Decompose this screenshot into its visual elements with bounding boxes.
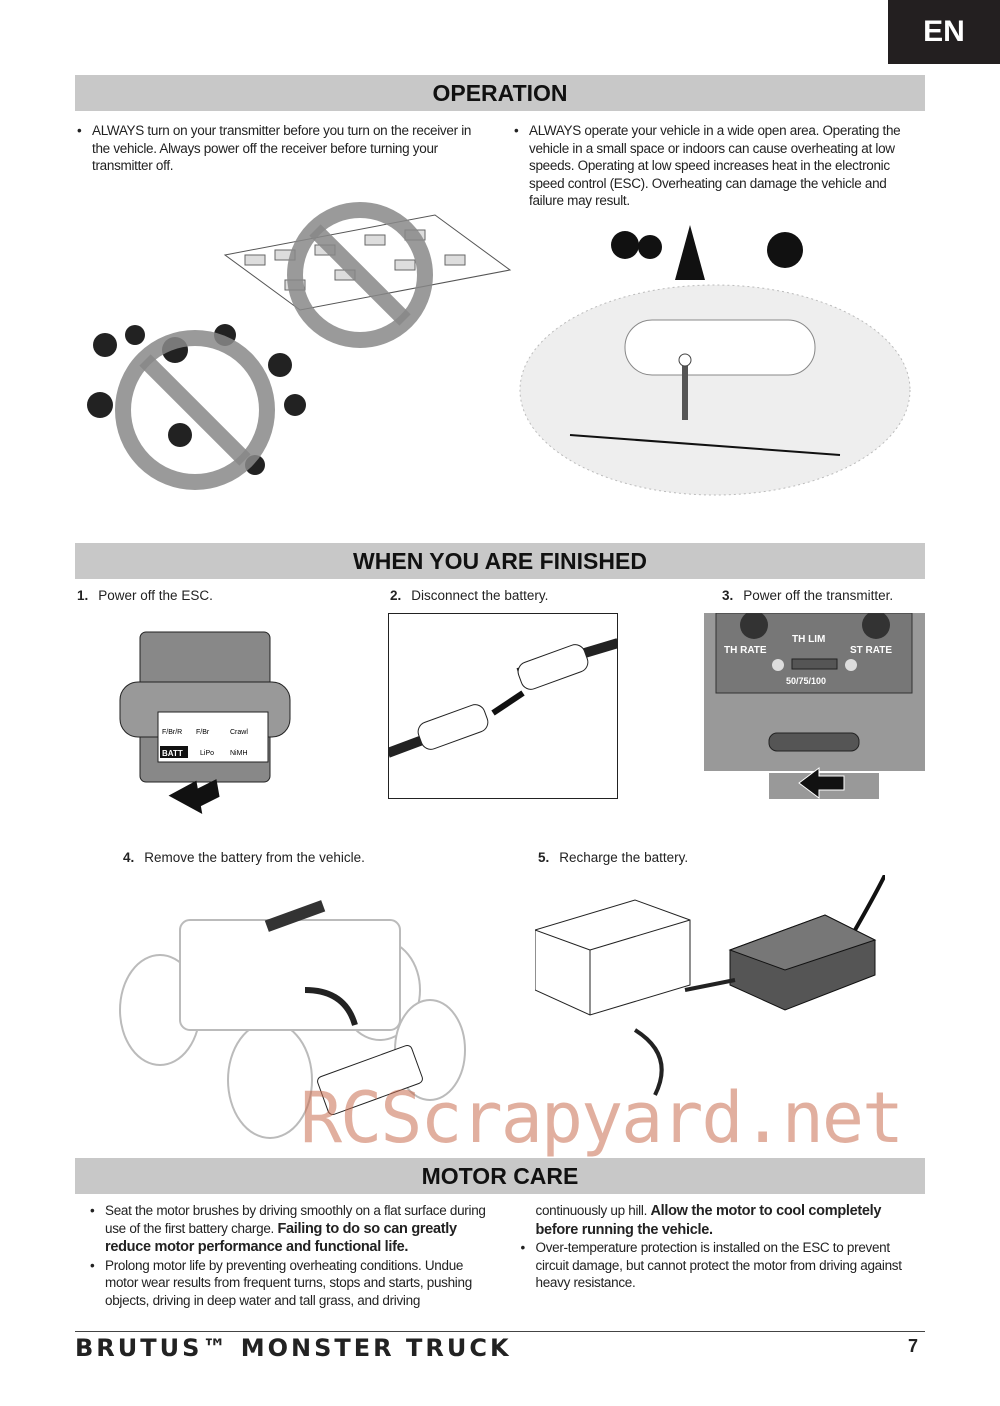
bullet: ALWAYS turn on your transmitter before y…	[75, 122, 475, 175]
st-rate-label: ST RATE	[850, 645, 892, 656]
esc-label-fbrr: F/Br/R	[162, 729, 182, 736]
operation-right-text: ALWAYS operate your vehicle in a wide op…	[512, 122, 922, 210]
step-number: 5.	[538, 850, 550, 865]
step-1: 1. Power off the ESC.	[77, 588, 213, 603]
crowded-area-illustration	[87, 202, 512, 490]
step-text: Recharge the battery.	[559, 850, 689, 865]
th-lim-label: TH LIM	[792, 634, 825, 645]
warning-text: Allow the motor to cool completely befor…	[535, 1203, 882, 1238]
open-area-illustration	[519, 225, 911, 496]
bullet: Over-temperature protection is installed…	[519, 1239, 926, 1292]
step-number: 3.	[722, 588, 734, 603]
step-number: 4.	[123, 850, 135, 865]
brand-logo: BRUTUS™ MONSTER TRUCK	[75, 1334, 512, 1362]
transmitter-illustration: TH RATE TH LIM ST RATE 50/75/100	[704, 613, 925, 799]
motor-care-text: Seat the motor brushes by driving smooth…	[88, 1202, 925, 1309]
text: Prolong motor life by preventing overhea…	[105, 1203, 651, 1308]
esc-label-fbr: F/Br	[196, 729, 210, 736]
step-4: 4. Remove the battery from the vehicle.	[123, 850, 365, 865]
battery-connector-illustration	[388, 613, 618, 799]
bullet: Seat the motor brushes by driving smooth…	[88, 1202, 495, 1257]
watermark: RCScrapyard.net	[300, 1077, 904, 1159]
text: Seat the motor brushes by driving smooth…	[105, 1203, 486, 1236]
esc-illustration: F/Br/R F/Br Crawl LiPo NiMH BATT	[119, 631, 291, 815]
footer-divider	[75, 1331, 925, 1332]
section-header-finished: WHEN YOU ARE FINISHED	[75, 543, 925, 579]
truck-battery-removal-illustration	[119, 900, 466, 1139]
bullet: ALWAYS operate your vehicle in a wide op…	[512, 122, 922, 210]
step-text: Disconnect the battery.	[411, 588, 549, 603]
step-text: Remove the battery from the vehicle.	[144, 850, 365, 865]
th-rate-label: TH RATE	[724, 645, 767, 656]
th-lim-values: 50/75/100	[786, 676, 826, 686]
step-2: 2. Disconnect the battery.	[390, 588, 548, 603]
step-number: 2.	[390, 588, 402, 603]
esc-label-nimh: NiMH	[230, 750, 248, 757]
esc-label-batt: BATT	[162, 749, 183, 758]
charger-illustration	[535, 875, 885, 1096]
operation-left-text: ALWAYS turn on your transmitter before y…	[75, 122, 475, 175]
esc-label-crawl: Crawl	[230, 729, 248, 736]
step-5: 5. Recharge the battery.	[538, 850, 688, 865]
section-header-motor-care: MOTOR CARE	[75, 1158, 925, 1194]
page-number: 7	[908, 1336, 919, 1356]
step-3: 3. Power off the transmitter.	[722, 588, 893, 603]
bullet: Prolong motor life by preventing overhea…	[88, 1202, 925, 1309]
step-text: Power off the transmitter.	[743, 588, 894, 603]
language-tab: EN	[888, 0, 1000, 64]
step-number: 1.	[77, 588, 89, 603]
step-text: Power off the ESC.	[98, 588, 213, 603]
esc-label-lipo: LiPo	[200, 750, 214, 757]
warning-text: Failing to do so can greatly reduce moto…	[105, 1220, 457, 1256]
section-header-operation: OPERATION	[75, 75, 925, 111]
